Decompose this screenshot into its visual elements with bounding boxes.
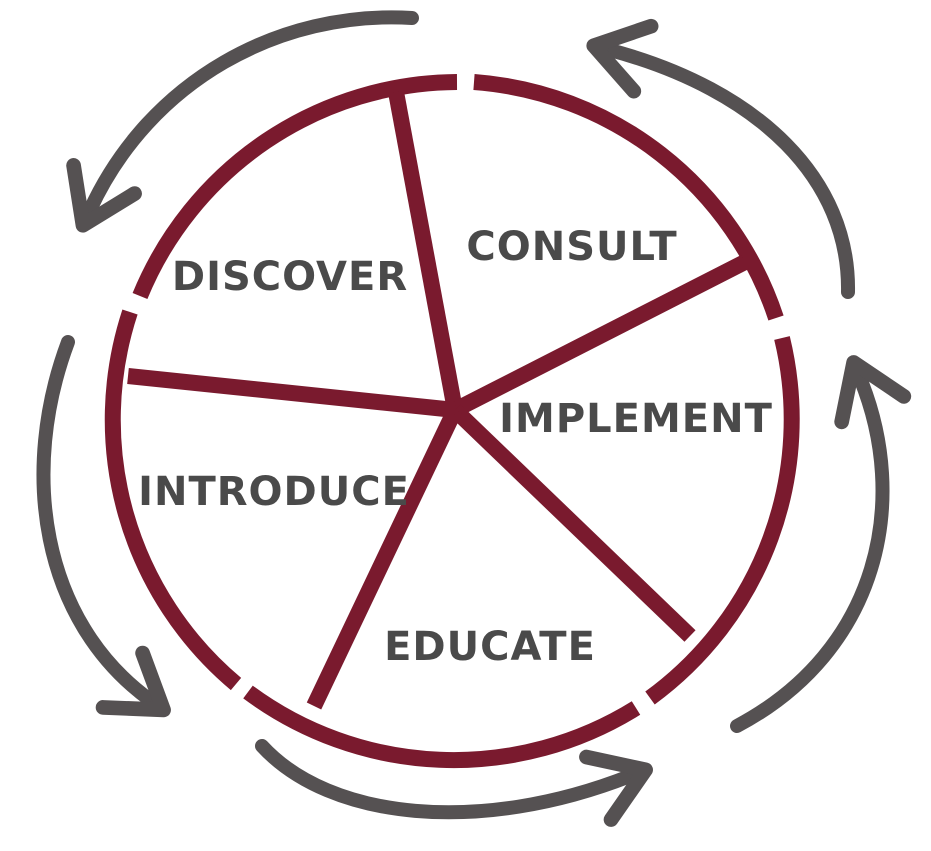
curved-arrow-icon <box>255 739 653 827</box>
stage-label-educate: EDUCATE <box>384 624 596 670</box>
stage-label-introduce: INTRODUCE <box>138 469 410 515</box>
ring-segment <box>473 74 784 321</box>
spokes <box>127 90 749 710</box>
ring-segment <box>645 336 800 705</box>
stage-labels: DISCOVER CONSULT IMPLEMENT EDUCATE INTRO… <box>138 224 773 670</box>
curved-arrow-icon <box>66 10 419 233</box>
ring-segment <box>243 685 641 769</box>
curved-arrow-icon <box>36 335 171 718</box>
stage-label-consult: CONSULT <box>466 224 677 270</box>
stage-label-discover: DISCOVER <box>172 254 408 300</box>
ring-segment <box>104 309 242 691</box>
spoke <box>388 90 463 412</box>
curved-arrow-icon <box>730 355 912 733</box>
curved-arrow-icon <box>586 18 856 299</box>
spoke <box>306 406 463 710</box>
ring <box>104 74 800 769</box>
spoke <box>451 254 749 418</box>
spoke <box>127 368 456 418</box>
spoke <box>449 404 696 642</box>
ring-segment <box>132 74 458 300</box>
stage-label-implement: IMPLEMENT <box>499 396 773 442</box>
cycle-arrows <box>36 10 912 827</box>
